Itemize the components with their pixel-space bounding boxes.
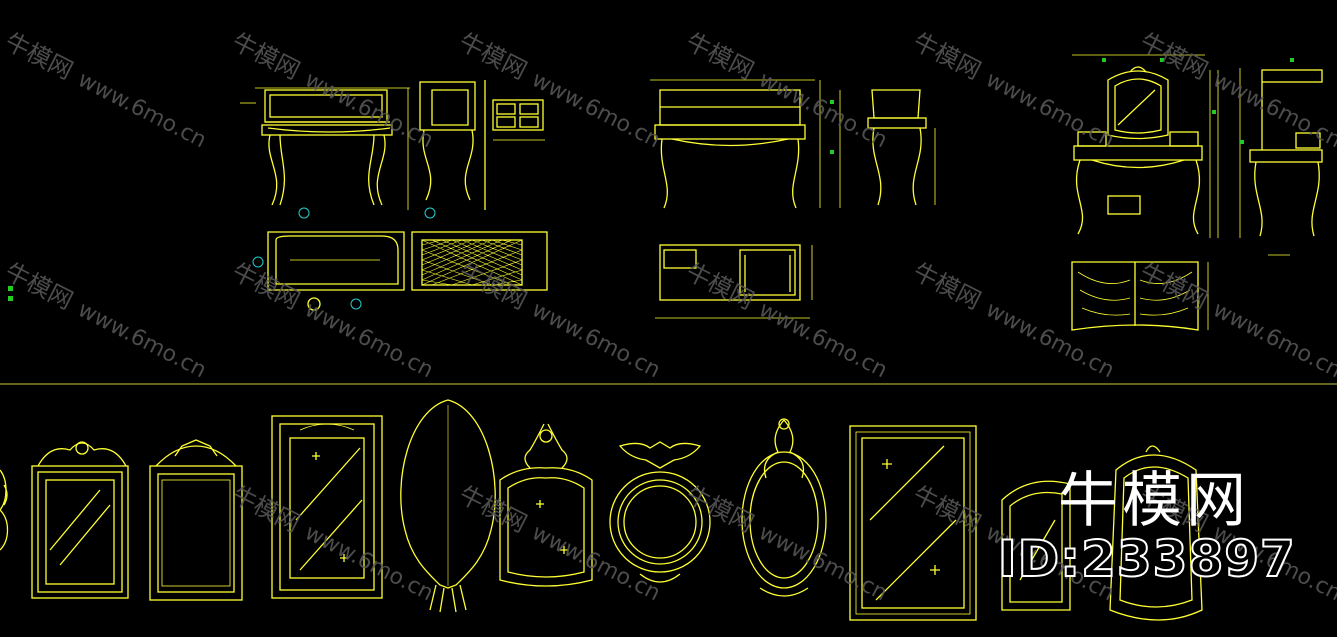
mirror-gilded-rectangle	[849, 425, 977, 621]
mirror-rococo-crown	[499, 423, 593, 587]
vanity-front-elevation	[1072, 54, 1219, 238]
table1-front-elevation	[240, 87, 410, 210]
table1-side-elevation	[419, 80, 486, 210]
mirror-oval-ornate	[741, 418, 827, 597]
mirror-rectangular-crest	[149, 439, 243, 601]
table1-plan	[267, 231, 405, 311]
mirror-baroque-crown	[31, 441, 129, 599]
mirror-dressing-pair	[1001, 445, 1203, 621]
brand-logo-text: 牛模网	[1058, 466, 1250, 536]
table1-top-hatch-plan	[411, 231, 548, 291]
partial-ornament-left-edge	[0, 469, 9, 551]
dimension-markers	[8, 58, 1294, 301]
vanity-top-plan	[1071, 261, 1209, 331]
mirror-oval-leaf	[400, 399, 496, 613]
section-markers	[252, 207, 436, 310]
table1-drawer-detail	[492, 99, 545, 141]
mirror-tall-framed	[271, 415, 383, 599]
table2-front-elevation	[650, 79, 841, 209]
table2-side-elevation	[867, 89, 936, 206]
model-id-label: ID:233897	[997, 529, 1296, 589]
vanity-side-elevation	[1239, 68, 1323, 256]
mirror-round-eagle	[609, 441, 711, 583]
table2-plan	[655, 244, 813, 319]
